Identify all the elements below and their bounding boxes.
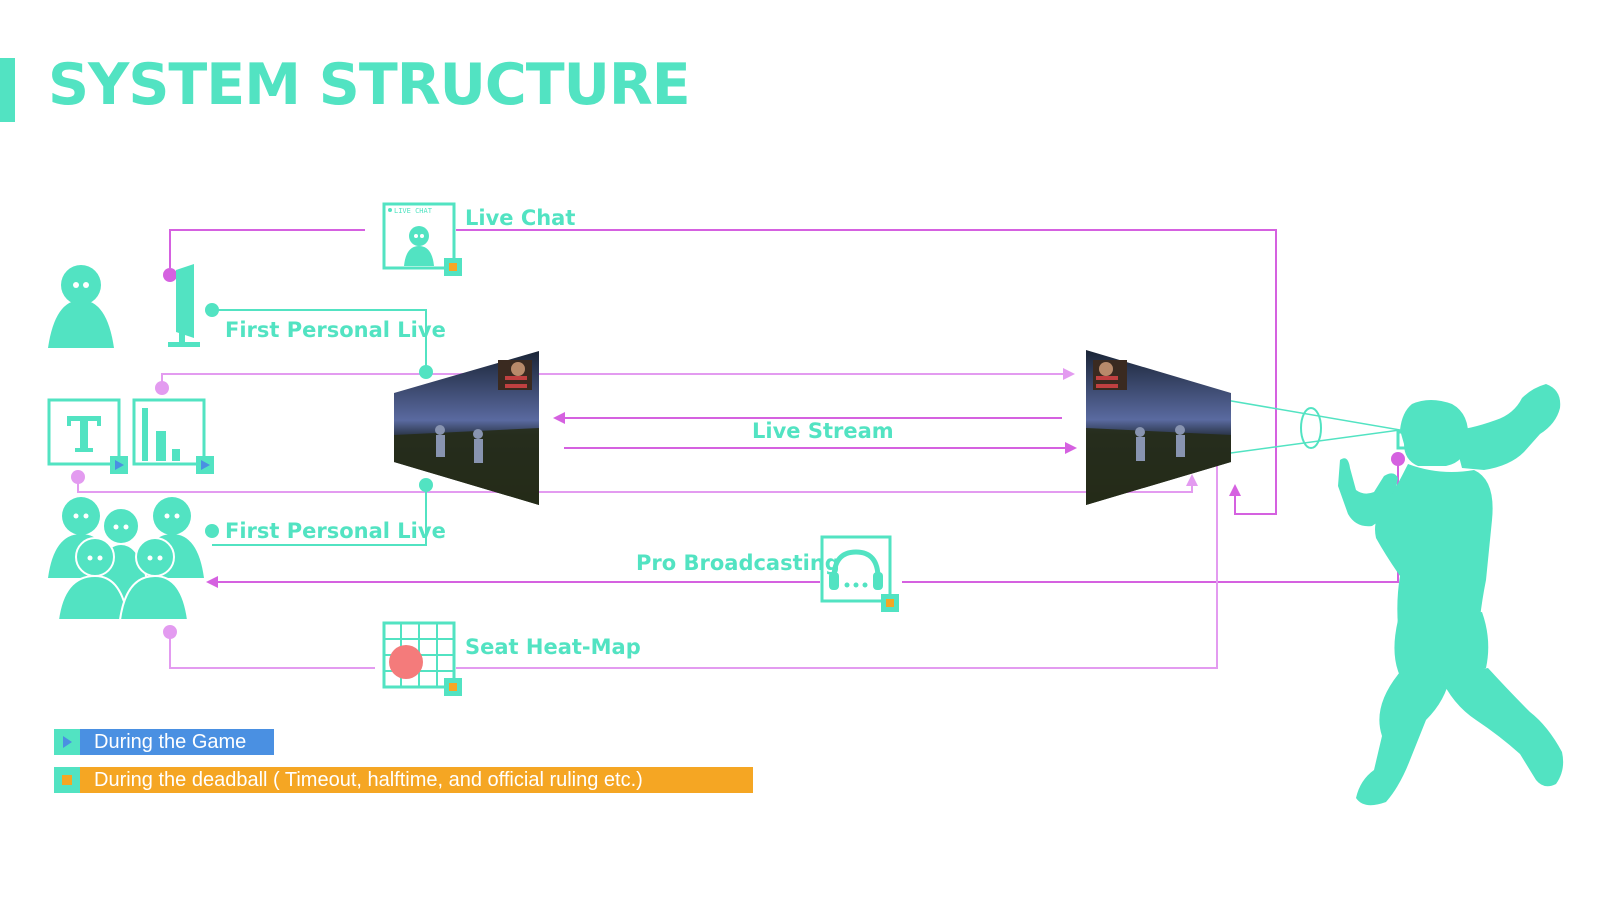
seat-heat-map-line-right	[456, 410, 1223, 669]
legend-during-deadball-text: During the deadball ( Timeout, halftime,…	[80, 767, 753, 793]
live-chat-label: Live Chat	[465, 206, 576, 230]
node-dot	[419, 478, 433, 492]
seat-heat-map-label: Seat Heat-Map	[465, 635, 641, 659]
user-icon	[48, 265, 114, 348]
first-personal-live-top-line	[212, 309, 427, 372]
legend-play-icon	[54, 729, 80, 755]
node-dot	[163, 268, 177, 282]
football-player-figure	[1338, 384, 1564, 806]
monitor-icon	[168, 264, 200, 347]
legend-during-game-text: During the Game	[80, 729, 274, 755]
first-personal-live-bottom-line	[212, 486, 427, 546]
node-dot	[155, 381, 169, 395]
lens-icon	[1300, 407, 1322, 449]
analytics-bottom-line	[77, 474, 1198, 493]
legend-square-icon	[54, 767, 80, 793]
video-screen-right	[1086, 350, 1231, 505]
live-chat-icon-caption: LIVE CHAT	[394, 207, 433, 215]
first-personal-live-label-bottom: First Personal Live	[225, 519, 446, 543]
analytics-top-line	[161, 368, 1075, 387]
pro-broadcasting-label: Pro Broadcasting	[636, 551, 840, 575]
headset-icon	[820, 535, 899, 612]
node-dot	[205, 303, 219, 317]
live-chat-line-right	[456, 229, 1277, 515]
live-stream-label: Live Stream	[752, 419, 894, 443]
seat-heat-map-line	[169, 632, 375, 669]
node-dot	[163, 625, 177, 639]
node-dot	[1391, 452, 1405, 466]
text-t-icon	[47, 398, 128, 474]
page-title: SYSTEM STRUCTURE	[48, 52, 691, 118]
audience-group-icon	[48, 497, 204, 621]
node-dot	[205, 524, 219, 538]
legend-during-deadball: During the deadball ( Timeout, halftime,…	[54, 767, 753, 793]
first-personal-live-label-top: First Personal Live	[225, 318, 446, 342]
live-chat-line	[169, 229, 365, 268]
heat-spot	[389, 645, 423, 679]
node-dot	[419, 365, 433, 379]
live-chat-icon: LIVE CHAT	[382, 202, 462, 276]
title-accent-bar	[0, 58, 15, 122]
seat-heat-map-icon	[382, 621, 462, 696]
node-dot	[71, 470, 85, 484]
bar-chart-icon	[132, 398, 214, 474]
legend-during-game: During the Game	[54, 729, 274, 755]
video-screen-left	[394, 351, 539, 505]
